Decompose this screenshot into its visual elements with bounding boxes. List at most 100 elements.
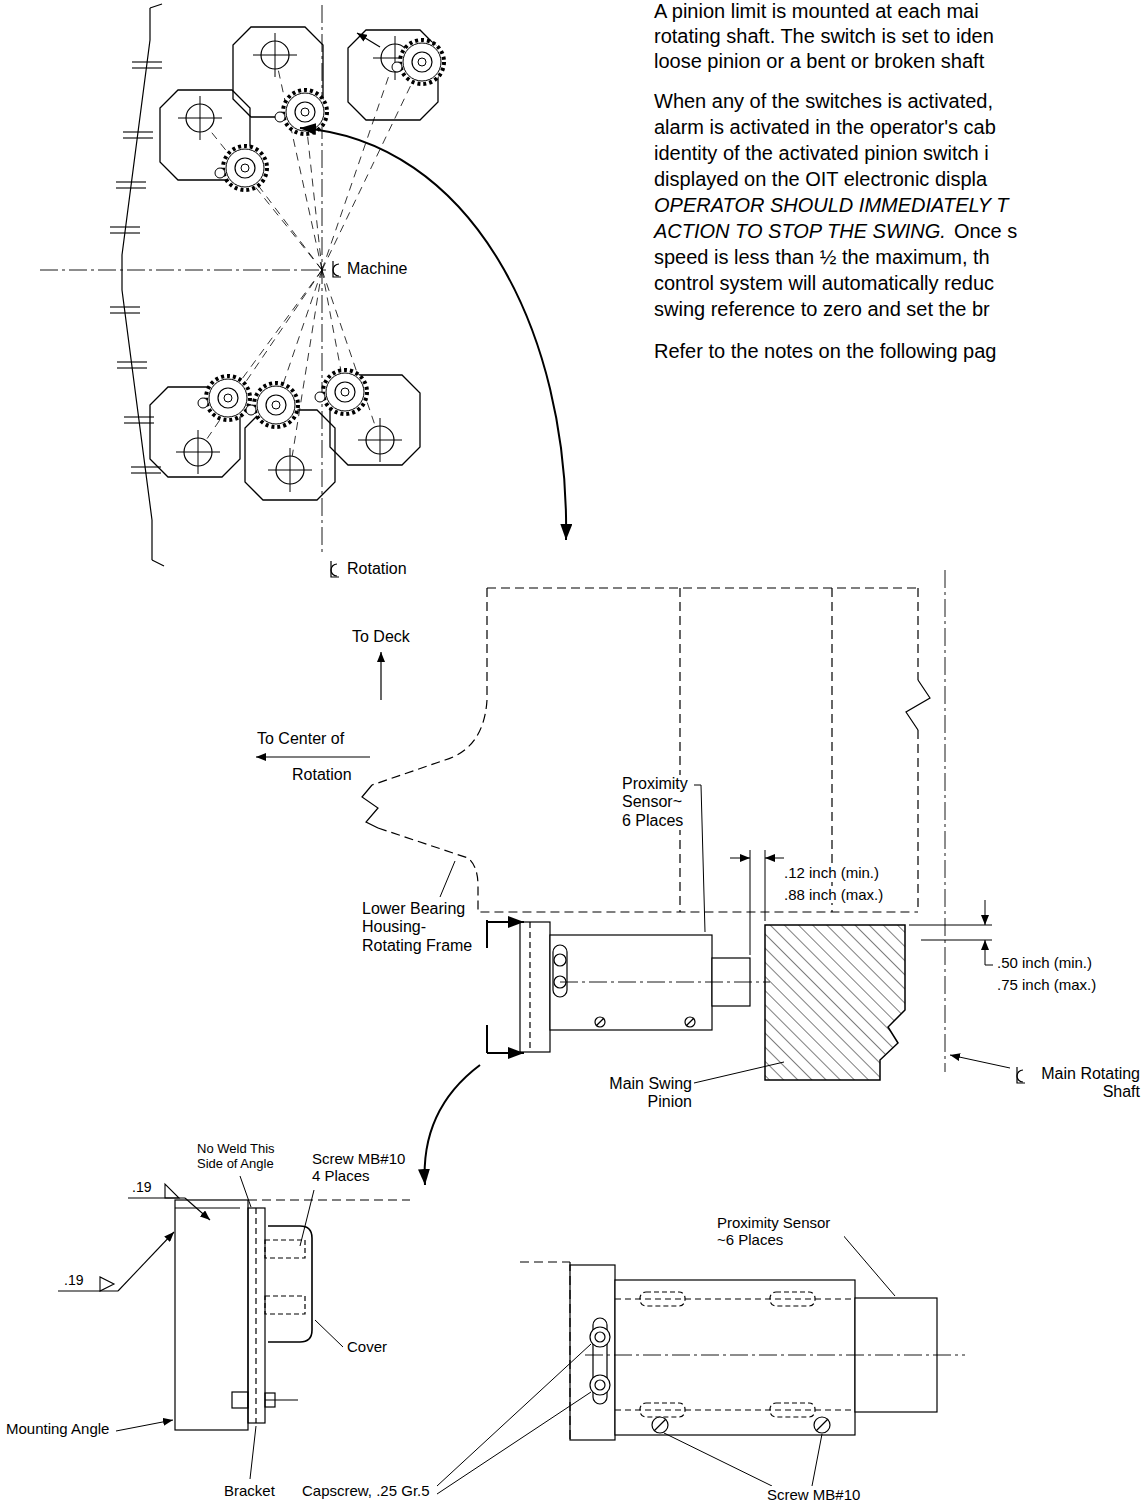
bolt-ticks: [110, 232, 140, 233]
weld-symbols: [58, 1184, 210, 1291]
leader-lines: [694, 1062, 784, 1083]
swing-shafts: [176, 430, 220, 474]
mounting-detail-front: [855, 1298, 937, 1412]
swing-shafts: [358, 418, 402, 462]
swing-shafts: [176, 33, 417, 492]
proximity-sensor: [554, 954, 566, 966]
weld-symbols: [165, 1184, 179, 1198]
part-label: Capscrew, .25 Gr.5: [300, 1482, 432, 1499]
housing-outline: [487, 587, 918, 588]
mounting-detail-front: [814, 1417, 830, 1433]
note-line: loose pinion or a bent or broken shaft: [652, 50, 986, 73]
proximity-sensor: [560, 982, 770, 983]
note-line: alarm is activated in the operator's cab: [652, 116, 998, 139]
break-line: [906, 680, 930, 730]
mounting-detail-front: [652, 1417, 668, 1433]
housing-outline: [679, 588, 680, 912]
centerline-symbols: [333, 264, 339, 276]
housing-outline: [917, 730, 918, 912]
direction-arrows: [256, 756, 370, 757]
section-markers: [486, 1025, 488, 1053]
note-line: ACTION TO STOP THE SWING.: [652, 220, 948, 243]
note-line: identity of the activated pinion switch …: [652, 142, 991, 165]
weld-symbols: [185, 1198, 210, 1220]
proximity-sensor: [529, 922, 530, 1052]
mounting-detail-side: [255, 1208, 256, 1423]
note-line: Once s: [952, 220, 1019, 243]
dimension-label: .12 inch (min.): [782, 864, 881, 881]
mounting-detail-side: [265, 1240, 305, 1258]
leader-lines: [842, 1234, 895, 1296]
tub-outline: [110, 4, 164, 566]
part-label: Cover: [345, 1338, 389, 1355]
centerline-symbols: [331, 261, 341, 577]
machinery-plan: [40, 4, 566, 577]
note-line: control system will automatically reduc: [652, 272, 996, 295]
mounting-detail-front: [520, 1261, 570, 1262]
radial-lines: [198, 55, 422, 470]
housing-outline: [917, 588, 918, 680]
shaft-centerline: [945, 570, 946, 1072]
leader-lines: [250, 1426, 256, 1479]
proximity-sensor: [550, 935, 712, 1030]
proximity-sensor: [686, 1018, 694, 1026]
bolt-ticks: [132, 61, 162, 62]
radial-lines: [290, 270, 322, 470]
leader-lines: [812, 1434, 822, 1486]
dimension-lines: [730, 850, 993, 965]
tub-outline: [150, 4, 162, 8]
bolt-ticks: [117, 367, 147, 368]
view-arrow: [425, 1065, 480, 1185]
bolt-ticks: [110, 306, 140, 307]
weld-symbols: [58, 1290, 118, 1291]
swing-pinions: [246, 383, 298, 427]
mounting-detail-front: [654, 1419, 666, 1431]
note-line: speed is less than ½ the maximum, th: [652, 246, 992, 269]
centerline-symbols: [1017, 1067, 1025, 1083]
centerline-label: Machine: [345, 260, 409, 278]
housing-outline: [372, 588, 487, 785]
weld-symbols: [100, 1277, 114, 1291]
radial-lines: [322, 270, 380, 440]
bolt-ticks: [131, 472, 161, 473]
bolt-ticks: [116, 181, 146, 182]
centerlines: [40, 5, 326, 555]
swing-pinions: [198, 40, 444, 427]
section-markers: [487, 921, 524, 923]
mounting-detail-front: [570, 1265, 615, 1440]
swing-pinions: [392, 40, 444, 84]
centerline-symbols: [331, 561, 339, 577]
bolt-ticks: [123, 131, 153, 132]
part-label: Screw MB#10 4 Places: [310, 1150, 414, 1185]
part-label: Main Swing Pinion: [598, 1075, 694, 1112]
weld-symbols: [118, 1232, 174, 1291]
detail-arrow: [300, 128, 566, 540]
swing-pinion-section: [765, 925, 905, 1080]
section-markers: [486, 920, 488, 948]
bolt-ticks: [110, 312, 140, 313]
break-line: [362, 785, 378, 828]
swing-pinions: [198, 376, 250, 420]
proximity-sensor: [685, 1017, 695, 1027]
leader-lines: [437, 1344, 591, 1486]
radial-lines: [198, 270, 322, 452]
mounting-detail-front: [590, 1375, 610, 1395]
dimension-label: .75 inch (max.): [995, 976, 1098, 993]
proximity-sensor: [553, 945, 567, 997]
section-markers: [487, 1052, 524, 1054]
leader-lines: [950, 1055, 1010, 1068]
leader-lines: [664, 1433, 772, 1486]
proximity-sensor: [596, 1018, 604, 1026]
bolt-ticks: [132, 67, 162, 68]
dimension-lines: [921, 940, 992, 941]
swing-pinions: [215, 146, 267, 190]
part-label: Lower Bearing Housing- Rotating Frame: [360, 900, 476, 955]
bolt-ticks: [116, 187, 146, 188]
radial-lines: [322, 62, 422, 270]
leader-lines: [300, 1190, 314, 1246]
tub-outline: [122, 8, 152, 560]
centerline-symbols: [1017, 1067, 1025, 1083]
proximity-sensor: [520, 922, 770, 1052]
note-line: swing reference to zero and set the br: [652, 298, 992, 321]
